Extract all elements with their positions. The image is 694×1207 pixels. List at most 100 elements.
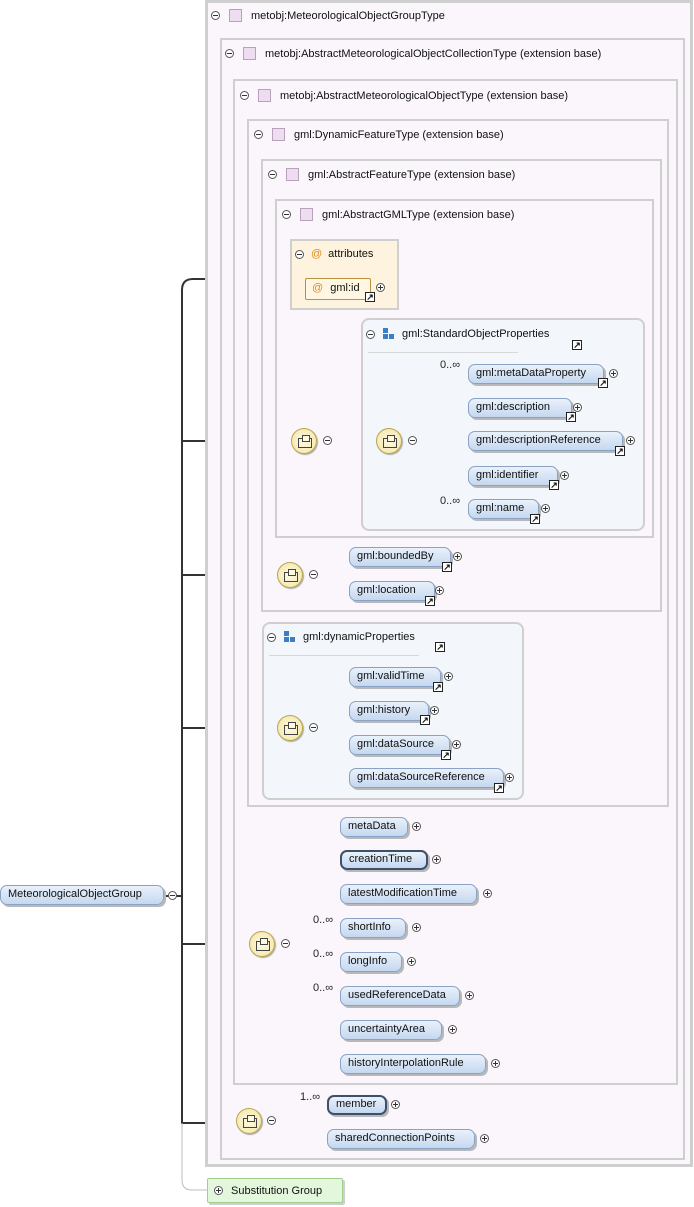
attribute-gml-id[interactable]: @ gml:id [305, 278, 371, 300]
element-metadata[interactable]: metaData [340, 817, 408, 837]
reference-icon: ↗ [615, 446, 625, 456]
complex-type-icon [229, 9, 242, 22]
element-gml-description[interactable]: gml:description [468, 398, 572, 418]
element-label: gml:identifier [476, 469, 539, 481]
element-label: member [336, 1098, 377, 1110]
element-gml-metadataproperty[interactable]: gml:metaDataProperty [468, 364, 604, 384]
element-label: latestModificationTime [348, 887, 458, 899]
expand-icon[interactable] [491, 1059, 500, 1068]
element-member[interactable]: member [327, 1095, 387, 1115]
element-label: creationTime [349, 853, 413, 865]
element-label: gml:boundedBy [357, 550, 434, 562]
group-title: gml:StandardObjectProperties [402, 328, 550, 340]
expand-icon[interactable] [412, 822, 421, 831]
collapse-icon[interactable] [323, 436, 332, 445]
element-gml-validtime[interactable]: gml:validTime [349, 667, 441, 687]
collapse-icon[interactable] [211, 11, 220, 20]
element-label: usedReferenceData [348, 989, 446, 1001]
element-usedreferencedata[interactable]: usedReferenceData [340, 986, 460, 1006]
expand-icon[interactable] [465, 991, 474, 1000]
element-gml-boundedby[interactable]: gml:boundedBy [349, 547, 451, 567]
expand-icon[interactable] [609, 369, 618, 378]
collapse-icon[interactable] [282, 210, 291, 219]
expand-icon[interactable] [430, 706, 439, 715]
expand-icon[interactable] [214, 1186, 223, 1195]
element-gml-name[interactable]: gml:name [468, 499, 539, 519]
sequence-connector-icon [291, 428, 317, 454]
element-label: gml:dataSourceReference [357, 771, 485, 783]
element-label: historyInterpolationRule [348, 1057, 464, 1069]
reference-icon: ↗ [494, 783, 504, 793]
reference-icon: ↗ [365, 292, 375, 302]
reference-icon: ↗ [530, 514, 540, 524]
collapse-icon[interactable] [309, 723, 318, 732]
element-label: gml:history [357, 704, 411, 716]
cardinality-label: 0..∞ [313, 982, 334, 994]
element-gml-history[interactable]: gml:history [349, 701, 429, 721]
expand-icon[interactable] [560, 471, 569, 480]
group-icon [383, 328, 395, 340]
attributes-box: @ attributes @ gml:id ↗ [290, 239, 399, 310]
element-uncertaintyarea[interactable]: uncertaintyArea [340, 1020, 442, 1040]
reference-icon: ↗ [433, 682, 443, 692]
collapse-icon[interactable] [295, 249, 304, 259]
collapse-icon[interactable] [281, 939, 290, 948]
collapse-icon[interactable] [267, 1116, 276, 1125]
divider [269, 655, 419, 656]
expand-icon[interactable] [626, 436, 635, 445]
type-label: gml:AbstractGMLType (extension base) [322, 208, 515, 221]
expand-icon[interactable] [453, 552, 462, 561]
cardinality-label: 0..∞ [440, 495, 461, 507]
reference-icon: ↗ [598, 378, 608, 388]
element-historyinterpolationrule[interactable]: historyInterpolationRule [340, 1054, 486, 1074]
element-gml-datasource[interactable]: gml:dataSource [349, 735, 450, 755]
element-label: uncertaintyArea [348, 1023, 426, 1035]
attributes-title: attributes [328, 248, 374, 260]
collapse-icon[interactable] [225, 49, 234, 58]
sequence-connector-icon [376, 428, 402, 454]
collapse-icon[interactable] [366, 329, 375, 339]
expand-icon[interactable] [448, 1025, 457, 1034]
expand-icon[interactable] [376, 283, 385, 292]
element-creationtime[interactable]: creationTime [340, 850, 428, 870]
element-gml-location[interactable]: gml:location [349, 581, 435, 601]
expand-icon[interactable] [452, 740, 461, 749]
collapse-icon[interactable] [168, 891, 177, 900]
expand-icon[interactable] [483, 889, 492, 898]
expand-icon[interactable] [480, 1134, 489, 1143]
collapse-icon[interactable] [240, 91, 249, 100]
type-label: gml:AbstractFeatureType (extension base) [308, 168, 516, 181]
expand-icon[interactable] [505, 773, 514, 782]
expand-icon[interactable] [573, 403, 582, 412]
collapse-icon[interactable] [408, 436, 417, 445]
element-gml-datasourcereference[interactable]: gml:dataSourceReference [349, 768, 504, 788]
collapse-icon[interactable] [268, 170, 277, 179]
collapse-icon[interactable] [309, 570, 318, 579]
sequence-connector-icon [277, 715, 303, 741]
element-gml-descriptionreference[interactable]: gml:descriptionReference [468, 431, 623, 451]
substitution-group[interactable]: Substitution Group [207, 1178, 343, 1203]
reference-icon: ↗ [435, 642, 445, 652]
element-latestmodificationtime[interactable]: latestModificationTime [340, 884, 477, 904]
element-longinfo[interactable]: longInfo [340, 952, 402, 972]
expand-icon[interactable] [444, 672, 453, 681]
element-sharedconnectionpoints[interactable]: sharedConnectionPoints [327, 1129, 475, 1149]
element-gml-identifier[interactable]: gml:identifier [468, 466, 558, 486]
element-shortinfo[interactable]: shortInfo [340, 918, 406, 938]
cardinality-label: 0..∞ [440, 359, 461, 371]
reference-icon: ↗ [572, 340, 582, 350]
root-element[interactable]: MeteorologicalObjectGroup [0, 885, 164, 905]
complex-type-icon [300, 208, 313, 221]
expand-icon[interactable] [407, 957, 416, 966]
collapse-icon[interactable] [254, 130, 263, 139]
collapse-icon[interactable] [267, 632, 276, 642]
reference-icon: ↗ [549, 480, 559, 490]
expand-icon[interactable] [541, 504, 550, 513]
root-element-label: MeteorologicalObjectGroup [8, 888, 142, 900]
complex-type-icon [243, 47, 256, 60]
expand-icon[interactable] [432, 855, 441, 864]
attribute-icon: @ [311, 248, 323, 260]
expand-icon[interactable] [391, 1100, 400, 1109]
expand-icon[interactable] [435, 586, 444, 595]
expand-icon[interactable] [412, 923, 421, 932]
